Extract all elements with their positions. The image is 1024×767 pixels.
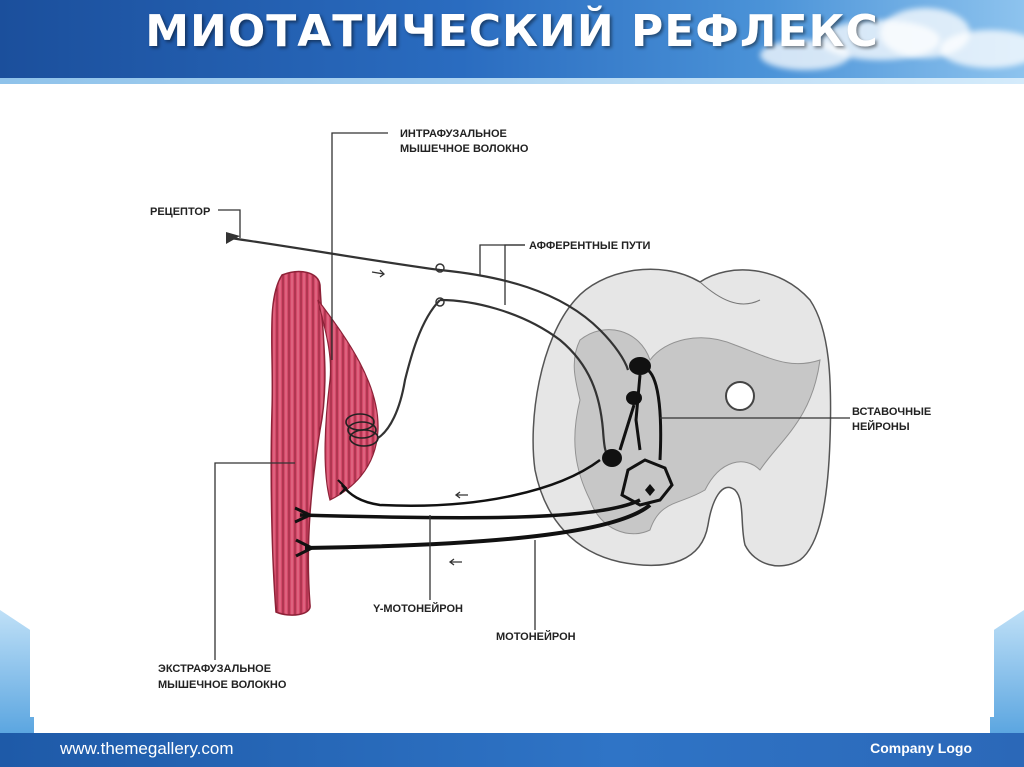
label-intrafusal-2: МЫШЕЧНОЕ ВОЛОКНО (400, 143, 529, 155)
header-stripe (0, 78, 1024, 84)
slide-footer: www.themegallery.com Company Logo (0, 733, 1024, 767)
interneuron-body (629, 357, 651, 375)
receptor-ending-icon (226, 232, 240, 244)
right-frame-decoration (990, 610, 1024, 735)
left-frame-decoration (0, 610, 34, 735)
direction-arrow-icon (454, 491, 468, 499)
ganglion-node-icon (435, 263, 445, 273)
afferent-pathway (229, 236, 630, 459)
label-interneurons-2: НЕЙРОНЫ (852, 420, 910, 433)
footer-url-link[interactable]: www.themegallery.com (60, 739, 234, 758)
slide-header: МИОТАТИЧЕСКИЙ РЕФЛЕКС (0, 0, 1024, 78)
label-intrafusal: ИНТРАФУЗАЛЬНОЕ (400, 128, 507, 140)
label-extrafusal-2: МЫШЕЧНОЕ ВОЛОКНО (158, 679, 287, 691)
diagram-area: ИНТРАФУЗАЛЬНОЕ МЫШЕЧНОЕ ВОЛОКНО РЕЦЕПТОР… (30, 90, 994, 717)
alpha-motoneuron-body (620, 458, 674, 507)
direction-arrow-icon (448, 558, 462, 566)
gamma-motoneuron-body (602, 449, 622, 467)
label-interneurons: ВСТАВОЧНЫЕ (852, 406, 931, 418)
leader-lines (214, 132, 850, 660)
company-logo: Company Logo (870, 740, 972, 756)
label-receptor: РЕЦЕПТОР (150, 206, 210, 218)
label-gamma-motoneuron: Y-МОТОНЕЙРОН (373, 602, 463, 615)
label-motoneuron: МОТОНЕЙРОН (496, 630, 576, 643)
label-afferent: АФФЕРЕНТНЫЕ ПУТИ (529, 240, 651, 252)
label-extrafusal: ЭКСТРАФУЗАЛЬНОЕ (158, 663, 271, 675)
direction-arrow-icon (371, 269, 385, 278)
extrafusal-muscle (270, 270, 379, 616)
intrafusal-fiber (317, 299, 379, 501)
myotatic-reflex-diagram: ИНТРАФУЗАЛЬНОЕ МЫШЕЧНОЕ ВОЛОКНО РЕЦЕПТОР… (150, 128, 931, 691)
ganglion-node-icon (435, 297, 445, 307)
neurons (602, 357, 674, 507)
slide-title: МИОТАТИЧЕСКИЙ РЕФЛЕКС (145, 6, 879, 57)
efferent-pathways (299, 458, 652, 550)
